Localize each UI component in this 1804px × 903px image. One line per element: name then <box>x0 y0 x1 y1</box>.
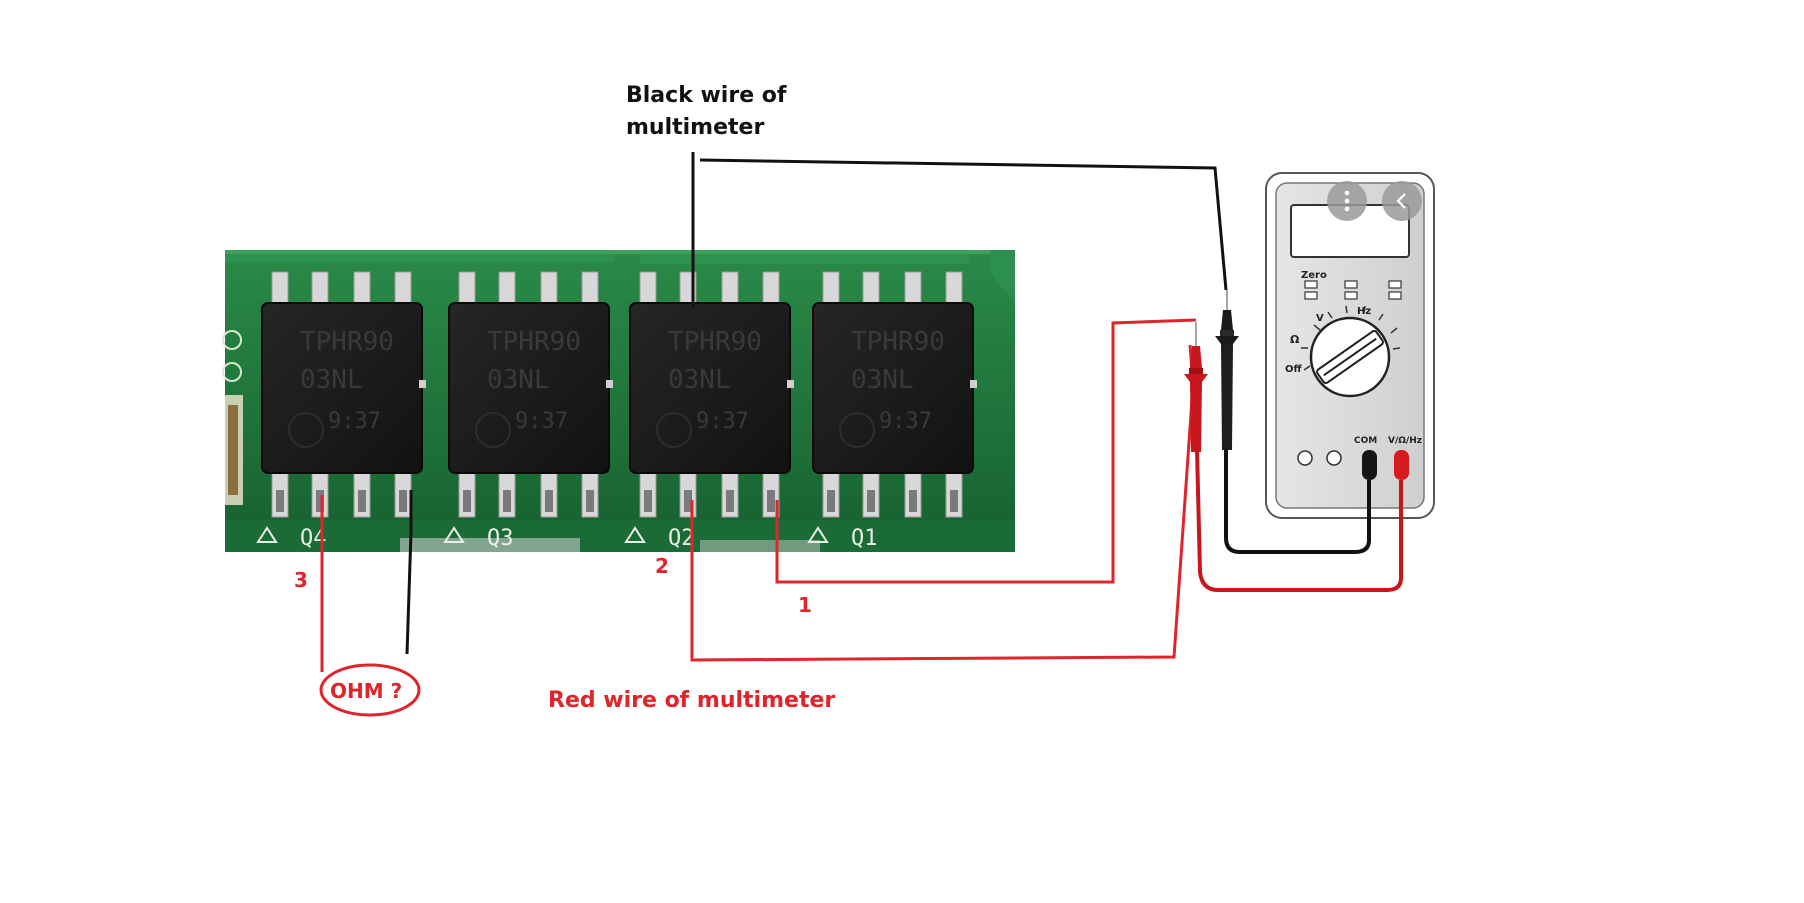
multimeter: Zero V Hz Ω Off <box>1184 172 1435 592</box>
chip-pin-shadow <box>586 490 594 512</box>
chip-pin-shadow <box>399 490 407 512</box>
mosfet-chip: TPHR90 03NL 9:37 <box>448 271 613 518</box>
ohm-question-label: OHM ? <box>330 679 402 703</box>
black-wire-annotation <box>405 152 1228 655</box>
chip-marking: 9:37 <box>515 409 568 434</box>
chip-pin-shadow <box>545 490 553 512</box>
chip-pin-shadow <box>463 490 471 512</box>
dial-label-hz: Hz <box>1357 306 1371 317</box>
chip-pin-shadow <box>644 490 652 512</box>
chip-side-tab <box>606 380 613 388</box>
pcb-photo: TPHR90 03NL 9:37 TPHR90 03NL 9:37 TPHR90 03NL 9:… <box>222 250 1015 552</box>
red-lead-cable <box>1195 449 1403 592</box>
black-wire-label-line1: Black wire of <box>626 83 787 108</box>
chip-marking: TPHR90 <box>300 327 394 357</box>
silkscreen-triangle <box>256 526 278 543</box>
chip-pin1-dot <box>475 412 511 448</box>
pin-number-3: 3 <box>294 568 308 592</box>
mosfet-chip: TPHR90 03NL 9:37 <box>812 271 977 518</box>
black-lead-cable <box>1224 450 1371 554</box>
silkscreen-label: Q1 <box>851 526 878 551</box>
zero-button-label: Zero <box>1301 270 1327 281</box>
chip-pin-shadow <box>503 490 511 512</box>
chip-pin-shadow <box>276 490 284 512</box>
ohm-circle <box>319 663 421 717</box>
more-vert-icon[interactable] <box>1327 181 1367 221</box>
silkscreen-label: Q2 <box>668 526 695 551</box>
silkscreen-label: Q3 <box>487 526 514 551</box>
chip-side-tab <box>787 380 794 388</box>
silkscreen-triangle <box>807 526 829 543</box>
chip-marking: 03NL <box>487 365 550 395</box>
chip-pin1-dot <box>839 412 875 448</box>
black-wire-q4 <box>405 490 413 655</box>
black-wire-label-line2: multimeter <box>626 115 764 140</box>
chip-marking: TPHR90 <box>851 327 945 357</box>
chip-marking: 03NL <box>668 365 731 395</box>
chip-pin1-dot <box>288 412 324 448</box>
chip-pin-shadow <box>867 490 875 512</box>
chip-side-tab <box>419 380 426 388</box>
chip-marking: 9:37 <box>879 409 932 434</box>
chip-marking: 03NL <box>851 365 914 395</box>
chip-marking: 9:37 <box>328 409 381 434</box>
red-probe[interactable] <box>1184 322 1208 452</box>
dial-ticks <box>1301 305 1401 371</box>
mosfet-chip: TPHR90 03NL 9:37 <box>261 271 426 518</box>
chip-pin-shadow <box>909 490 917 512</box>
dial-label-off: Off <box>1285 364 1303 375</box>
vohm-plug[interactable] <box>1394 450 1409 480</box>
chevron-left-icon[interactable] <box>1382 181 1422 221</box>
chip-marking: TPHR90 <box>668 327 762 357</box>
dial-label-v: V <box>1316 313 1324 324</box>
rotary-dial[interactable] <box>1309 316 1391 398</box>
chip-pin1-dot <box>656 412 692 448</box>
jack-a[interactable] <box>1297 450 1313 466</box>
chip-pin-shadow <box>684 490 692 512</box>
chip-side-tab <box>970 380 977 388</box>
chip-marking: 03NL <box>300 365 363 395</box>
jack-ma[interactable] <box>1326 450 1342 466</box>
dial-label-ohm: Ω <box>1290 333 1300 346</box>
chip-pin-shadow <box>827 490 835 512</box>
chip-marking: 9:37 <box>696 409 749 434</box>
chip-pin-shadow <box>358 490 366 512</box>
silkscreen-triangle <box>443 526 465 543</box>
pin-number-1: 1 <box>798 593 812 617</box>
vohm-label: V/Ω/Hz <box>1388 436 1422 446</box>
function-buttons[interactable] <box>1304 280 1402 300</box>
chip-marking: TPHR90 <box>487 327 581 357</box>
com-plug[interactable] <box>1362 450 1377 480</box>
chip-pin-shadow <box>316 490 324 512</box>
red-wire-pin1 <box>775 318 1197 584</box>
red-wire-label: Red wire of multimeter <box>548 688 835 713</box>
chip-pin-shadow <box>767 490 775 512</box>
black-wire-to-probe <box>699 158 1228 291</box>
com-label: COM <box>1354 436 1377 446</box>
black-probe[interactable] <box>1215 290 1239 450</box>
chip-pin-shadow <box>950 490 958 512</box>
silkscreen-triangle <box>624 526 646 543</box>
chip-pin-shadow <box>726 490 734 512</box>
pin-number-2: 2 <box>655 554 669 578</box>
